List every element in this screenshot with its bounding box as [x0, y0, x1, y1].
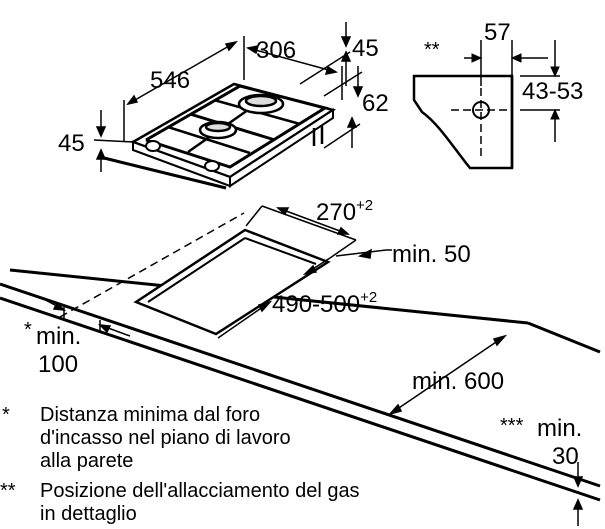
hob-back-offset-label: 62	[362, 90, 389, 117]
cutout-min-front-label: min.	[36, 323, 81, 350]
cutout-min-front-value: 100	[38, 351, 78, 378]
cutout-min-worktop-label: min.	[537, 415, 582, 442]
cutout-depth-label: 490-500+2	[272, 289, 377, 318]
cutout-min-side-label: min. 600	[412, 368, 504, 395]
footnote-1-line-2: d'incasso nel piano di lavoro	[40, 427, 291, 449]
hob-height-side-label: 45	[58, 130, 85, 157]
cutout-min-back-label: min. 50	[392, 241, 471, 268]
gas-offset-label: 57	[484, 19, 511, 46]
footnote-2-marker: **	[0, 480, 16, 502]
hob-dimension-lines	[93, 22, 364, 172]
hob-depth-label: 546	[150, 67, 190, 94]
footnote-2-line-2: in dettaglio	[40, 503, 137, 525]
gas-height-range-label: 43-53	[522, 78, 583, 105]
gas-connection-labels: ** 57 43-53	[424, 19, 583, 105]
cutout-width-label: 270+2	[316, 197, 373, 226]
footnote-1-marker: *	[2, 404, 10, 426]
cutout-min-worktop-value: 30	[552, 443, 579, 470]
cutout-min-front-marker: *	[24, 319, 32, 341]
cutout-dimension-lines	[39, 205, 584, 526]
hob-drawing	[103, 82, 337, 190]
footnote-1-line-3: alla parete	[40, 450, 133, 472]
hob-dimension-labels: 306 546 45 62 45	[58, 35, 389, 157]
hob-width-label: 306	[256, 37, 296, 64]
gas-connection-detail	[412, 40, 560, 170]
footnote-2-line-1: Posizione dell'allacciamento del gas	[40, 480, 360, 502]
hob-height-top-label: 45	[352, 35, 379, 62]
footnote-1-line-1: Distanza minima dal foro	[40, 404, 260, 426]
cutout-dimension-labels: 270+2 min. 50 490-500+2 * min. 100 min. …	[24, 197, 582, 470]
cutout-min-worktop-marker: ***	[500, 415, 524, 437]
worktop-drawing	[0, 212, 601, 502]
footnotes: * Distanza minima dal foro d'incasso nel…	[0, 404, 360, 525]
gas-detail-marker: **	[424, 39, 440, 61]
